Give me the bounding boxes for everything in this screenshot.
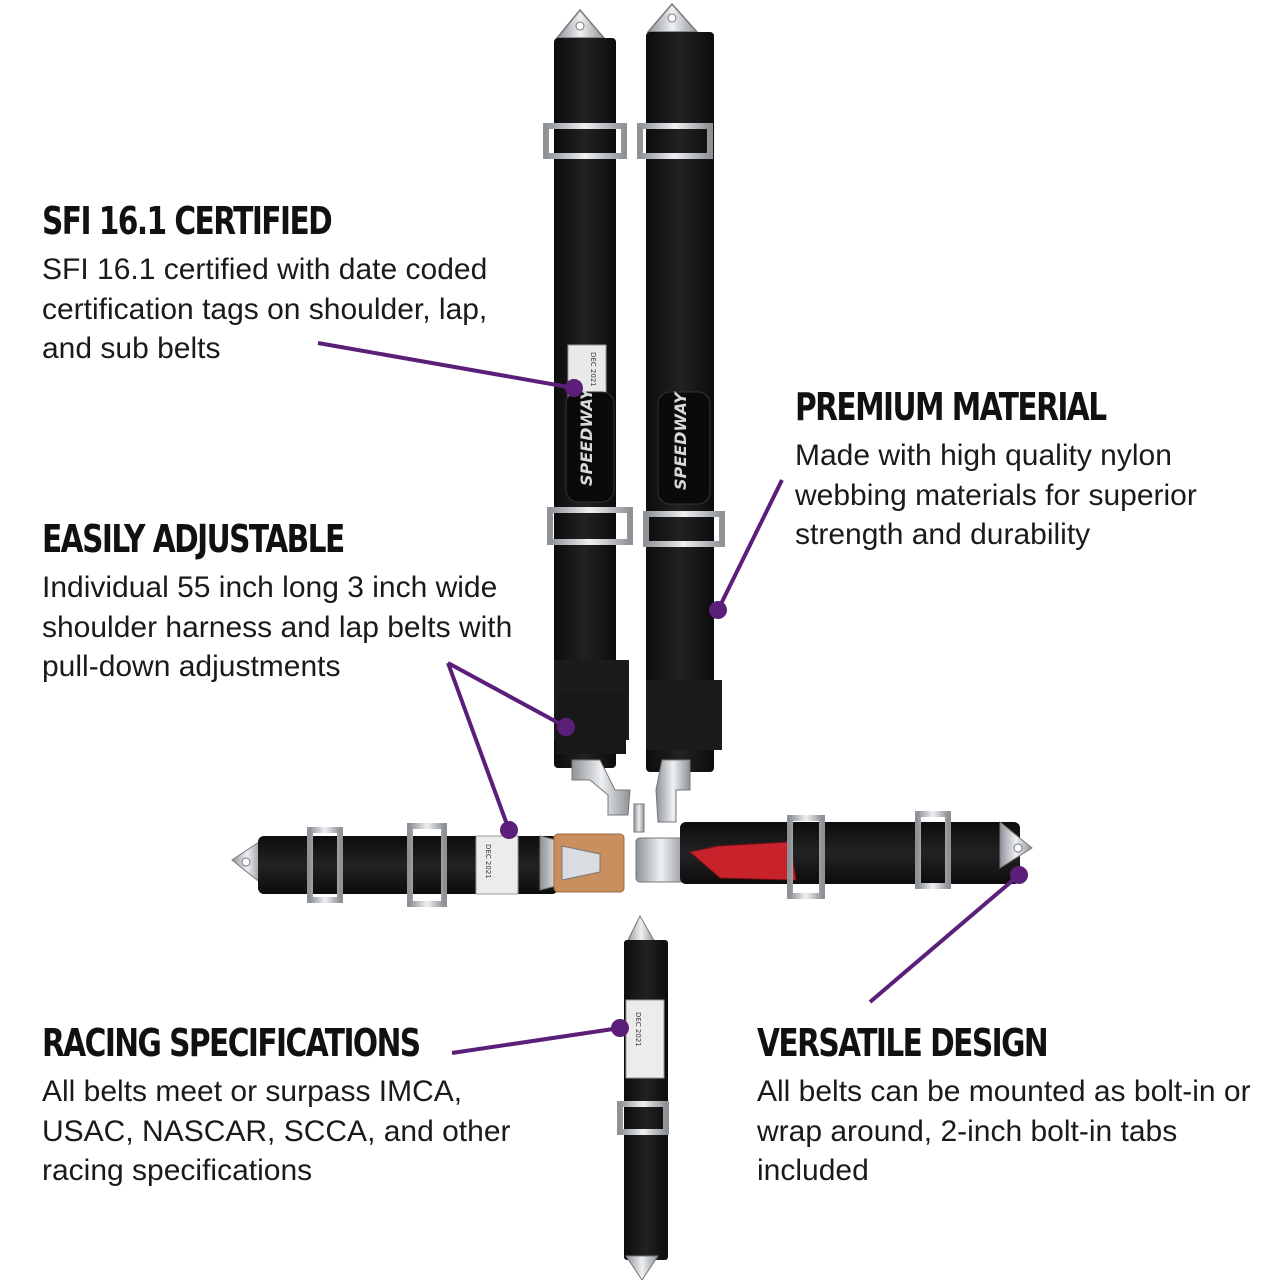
callout-dot-versatile [1010, 866, 1028, 884]
callout-line-adjustable-b [446, 662, 511, 831]
feature-easily-adjustable: EASILY ADJUSTABLE Individual 55 inch lon… [42, 516, 542, 687]
feature-versatile-design: VERSATILE DESIGN All belts can be mounte… [757, 1020, 1257, 1191]
right-lap-belt [633, 803, 1033, 899]
bottom-hook-left [571, 759, 631, 816]
feature-description: All belts meet or surpass IMCA, USAC, NA… [42, 1075, 511, 1187]
callout-line-versatile [868, 873, 1021, 1004]
buckle-housing [635, 837, 687, 883]
feature-description: All belts can be mounted as bolt-in or w… [757, 1075, 1251, 1187]
callout-line-premium [716, 479, 784, 611]
callout-dot-premium [709, 601, 727, 619]
callout-line-sfi [317, 341, 575, 390]
feature-sfi-certified: SFI 16.1 CERTIFIED SFI 16.1 certified wi… [42, 198, 522, 369]
right-shoulder-belt: SPEEDWAY [637, 2, 725, 823]
feature-premium-material: PREMIUM MATERIAL Made with high quality … [795, 384, 1255, 555]
feature-title: RACING SPECIFICATIONS [42, 1021, 421, 1065]
feature-description: Individual 55 inch long 3 inch wide shou… [42, 571, 513, 683]
callout-lines [317, 341, 1028, 1055]
feature-description: SFI 16.1 certified with date coded certi… [42, 253, 488, 365]
logo-text-left: SPEEDWAY [577, 387, 596, 486]
feature-title: VERSATILE DESIGN [757, 1021, 1049, 1065]
feature-racing-specifications: RACING SPECIFICATIONS All belts meet or … [42, 1020, 542, 1191]
callout-dot-sfi [565, 379, 583, 397]
bottom-hook-right [655, 759, 691, 823]
cert-tag-text-lap: DEC 2021 [484, 844, 492, 879]
feature-title: SFI 16.1 CERTIFIED [42, 199, 333, 243]
feature-title: PREMIUM MATERIAL [795, 385, 1107, 429]
callout-dot-adjustable-b [500, 821, 518, 839]
cert-tag-text-sub: DEC 2021 [634, 1012, 642, 1047]
feature-description: Made with high quality nylon webbing mat… [795, 439, 1197, 551]
callout-dot-adjustable-a [557, 718, 575, 736]
sub-belt: DEC 2021 [617, 914, 669, 1280]
callout-dot-racing [611, 1019, 629, 1037]
feature-title: EASILY ADJUSTABLE [42, 517, 345, 561]
left-lap-belt: DEC 2021 [231, 823, 625, 907]
logo-text-right: SPEEDWAY [671, 391, 690, 490]
callout-line-adjustable-a [447, 661, 567, 729]
sub-bottom-tab [625, 1255, 659, 1280]
cert-tag-text-left: DEC 2021 [589, 352, 597, 387]
left-shoulder-belt: DEC 2021 SPEEDWAY [543, 8, 633, 816]
callout-line-racing [451, 1026, 621, 1055]
